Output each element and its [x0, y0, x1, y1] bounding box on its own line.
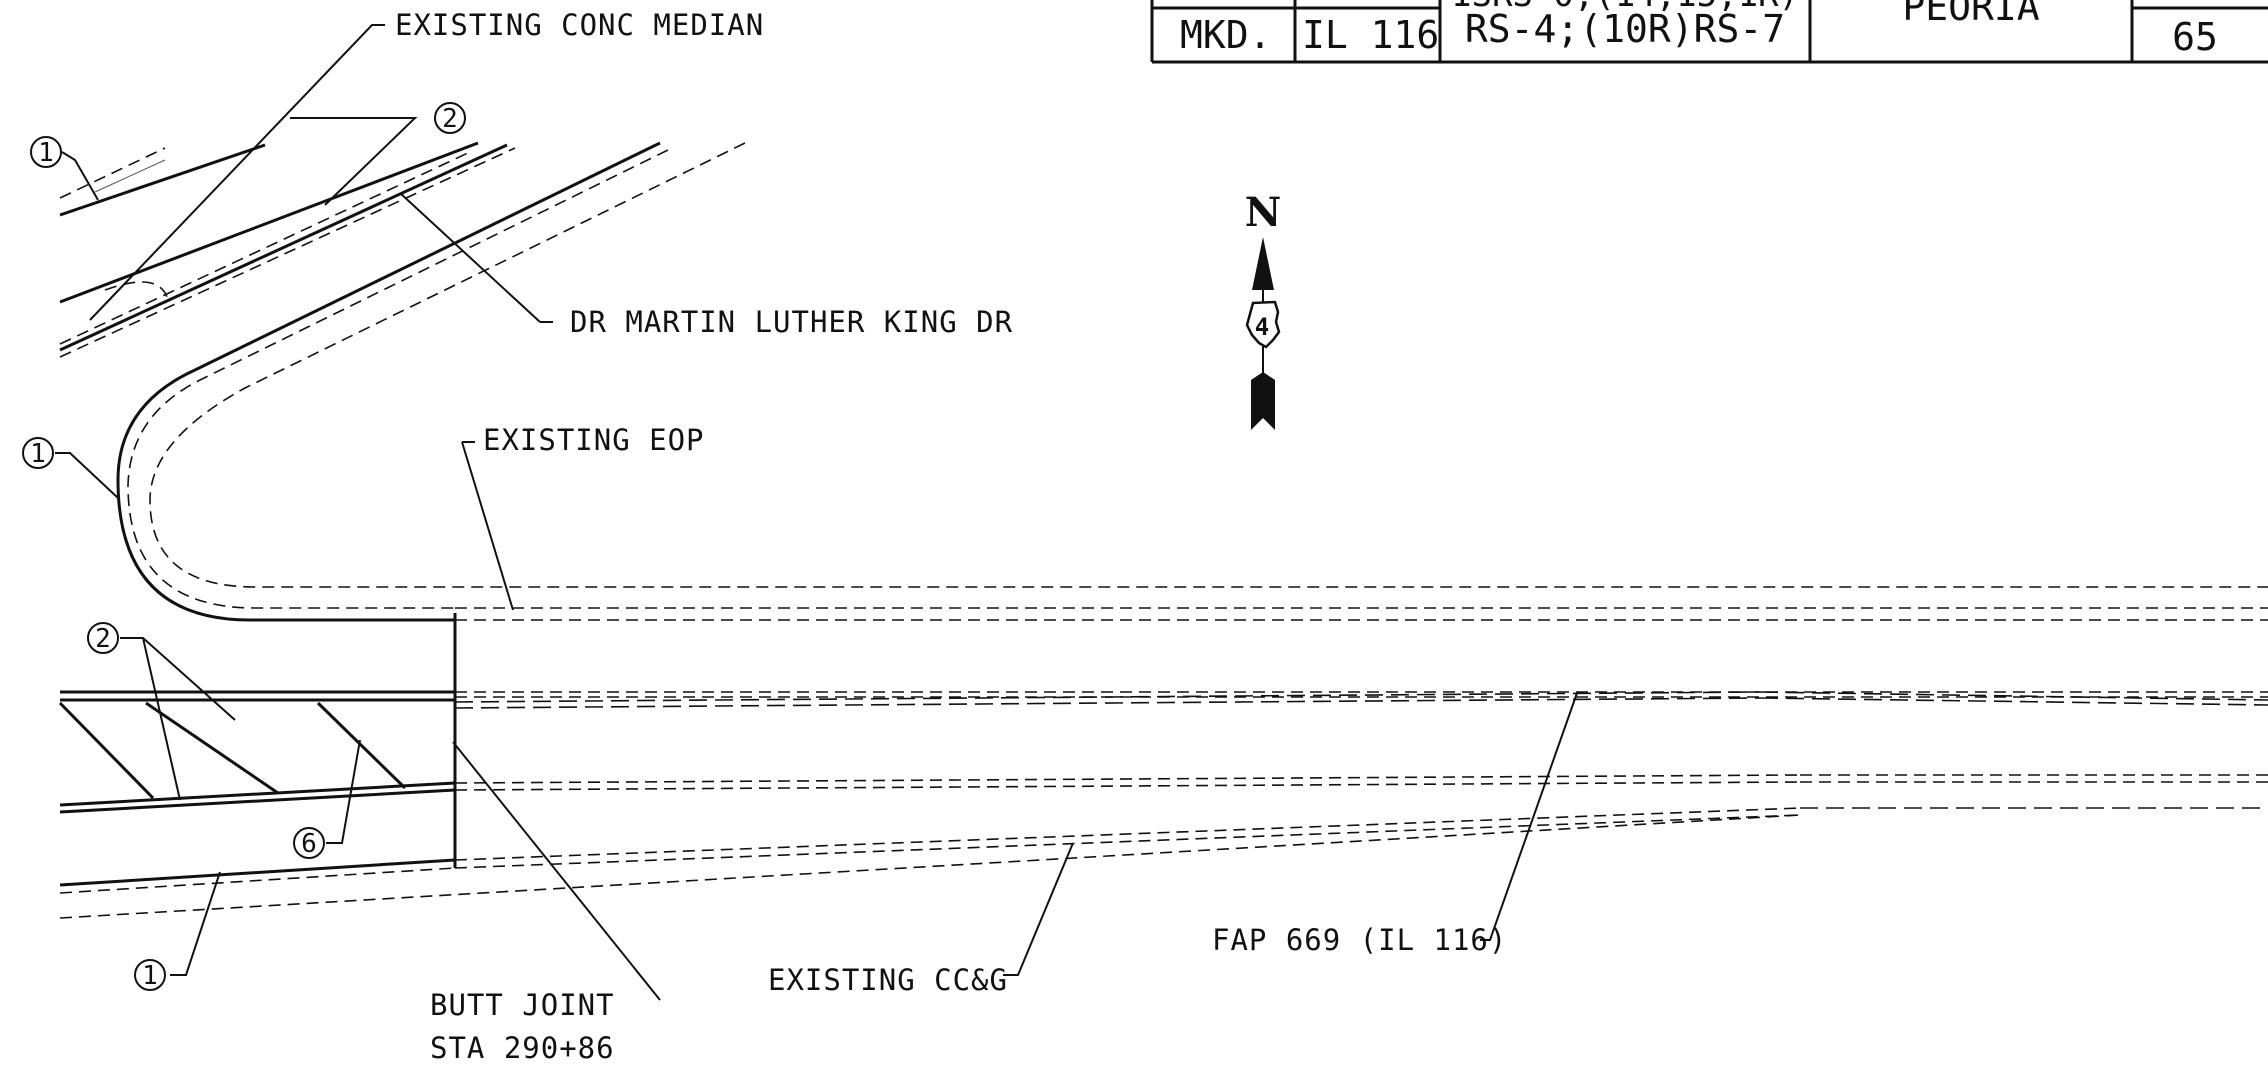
fap-669-linework [58, 607, 2268, 919]
section-bottom: RS-4;(10R)RS-7 [1465, 7, 1785, 51]
callout-1-curve: 1 [22, 437, 54, 469]
mlk-drive-linework [59, 141, 2268, 622]
svg-text:2: 2 [95, 624, 111, 654]
label-dr-mlk-drive: DR MARTIN LUTHER KING DR [570, 305, 1013, 339]
callout-2-top: 2 [434, 102, 466, 134]
label-butt-joint-station: STA 290+86 [430, 1031, 615, 1065]
label-butt-joint: BUTT JOINT [430, 988, 615, 1022]
shield-number: 4 [1255, 313, 1269, 341]
svg-text:1: 1 [38, 138, 54, 168]
svg-text:6: 6 [301, 829, 317, 859]
north-arrow-tail [1251, 372, 1275, 430]
svg-text:1: 1 [142, 961, 158, 991]
county-name: PEORIA [1902, 0, 2039, 29]
north-arrow: N 4 [1245, 189, 1282, 430]
north-arrow-head [1252, 237, 1274, 290]
svg-text:2: 2 [442, 104, 458, 134]
label-existing-conc-median: EXISTING CONC MEDIAN [395, 8, 764, 42]
callout-1-top: 1 [30, 136, 62, 168]
north-letter: N [1245, 189, 1282, 236]
svg-text:1: 1 [30, 439, 46, 469]
sheet-number: 65 [2172, 15, 2218, 59]
title-block: MKD. IL 116 1SRS-0,(14,15,1R) RS-4;(10R)… [1150, 0, 2268, 64]
route-value: IL 116 [1302, 13, 1439, 57]
section-top: 1SRS-0,(14,15,1R) [1451, 0, 1799, 15]
label-existing-ccg: EXISTING CC&G [768, 963, 1008, 997]
callout-1-bottom: 1 [134, 959, 166, 991]
route-label: MKD. [1180, 13, 1272, 57]
callout-6: 6 [293, 827, 325, 859]
label-fap-669: FAP 669 (IL 116) [1212, 923, 1507, 957]
illinois-shield-icon [1245, 300, 1281, 349]
label-existing-eop: EXISTING EOP [483, 423, 705, 457]
callout-2-left: 2 [87, 622, 119, 654]
leader-lines [55, 24, 1578, 1001]
